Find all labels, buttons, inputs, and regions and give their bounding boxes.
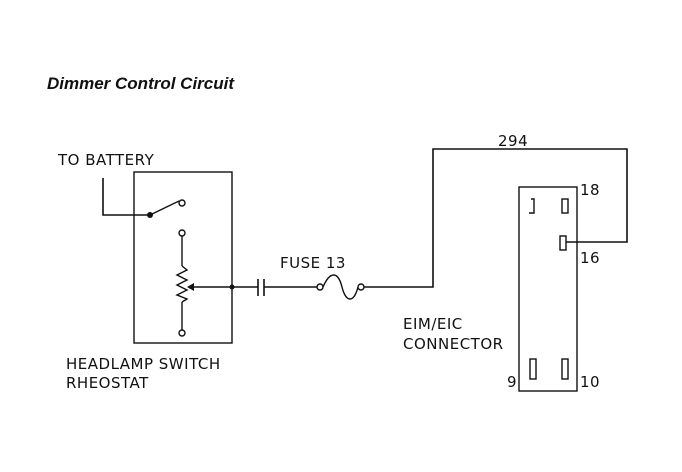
pin-18-label: 18 — [580, 181, 600, 199]
wire-294-label: 294 — [498, 132, 528, 150]
rheostat-symbol — [175, 229, 232, 337]
headlamp-switch-label: HEADLAMP SWITCH — [66, 355, 221, 373]
connector-label-line1: EIM/EIC — [403, 315, 463, 333]
connector-pins — [529, 198, 569, 380]
headlamp-switch-contacts — [147, 199, 186, 218]
diagram-title: Dimmer Control Circuit — [47, 74, 235, 93]
headlamp-switch-box — [133, 171, 233, 344]
fuse-symbol — [316, 274, 365, 300]
rheostat-label: RHEOSTAT — [66, 374, 149, 392]
eim-eic-connector-box — [518, 186, 578, 392]
output-wire — [229, 279, 317, 296]
connector-label-line2: CONNECTOR — [403, 335, 504, 353]
to-battery-label: TO BATTERY — [57, 151, 155, 169]
pin-9-label: 9 — [507, 373, 517, 391]
wire-294 — [364, 148, 628, 288]
battery-lead-wire — [102, 178, 148, 216]
fuse-label: FUSE 13 — [280, 254, 346, 272]
pin-16-label: 16 — [580, 249, 600, 267]
pin-10-label: 10 — [580, 373, 600, 391]
